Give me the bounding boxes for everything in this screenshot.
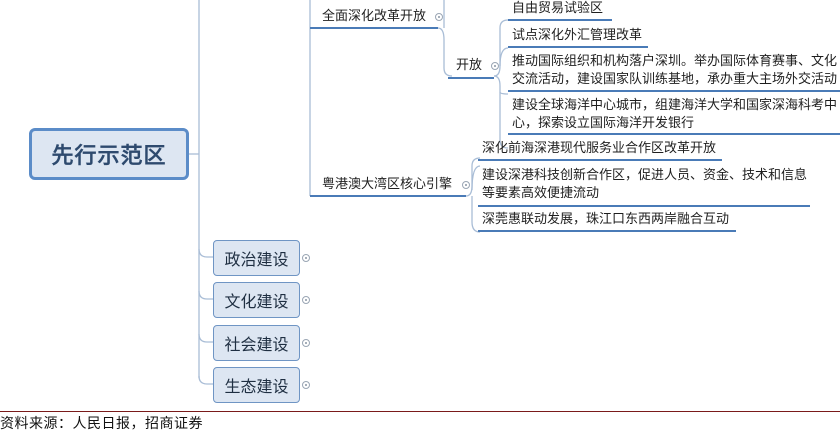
branch-political[interactable]: 政治建设 xyxy=(213,240,300,276)
leaf-label: 试点深化外汇管理改革 xyxy=(512,28,643,43)
branch-label: 社会建设 xyxy=(224,335,289,354)
leaf-line: 推动国际组织和机构落户深圳。举办国际体育赛事、文化 xyxy=(512,54,838,69)
leaf-line: 建设全球海洋中心城市，组建海洋大学和国家深海科考中 xyxy=(512,98,838,113)
leaf-international-orgs[interactable]: 推动国际组织和机构落户深圳。举办国际体育赛事、文化 交流活动，建设国家队训练基地… xyxy=(512,53,837,89)
leaf-sz-hk-innovation[interactable]: 建设深港科技创新合作区，促进人员、资金、技术和信息 等要素高效便捷流动 xyxy=(482,167,807,203)
leaf-line: 建设深港科技创新合作区，促进人员、资金、技术和信息 xyxy=(482,168,808,183)
branch-ecological[interactable]: 生态建设 xyxy=(213,367,300,403)
branch-social[interactable]: 社会建设 xyxy=(213,325,300,361)
branch-cultural[interactable]: 文化建设 xyxy=(213,282,300,318)
branch-label: 政治建设 xyxy=(224,250,289,269)
collapse-toggle-icon[interactable] xyxy=(491,62,499,70)
collapse-toggle-icon[interactable] xyxy=(462,181,470,189)
leaf-free-trade-zone[interactable]: 自由贸易试验区 xyxy=(512,0,603,18)
leaf-ocean-city[interactable]: 建设全球海洋中心城市，组建海洋大学和国家深海科考中 心，探索设立国际海洋开发银行 xyxy=(512,97,837,133)
root-node-label: 先行示范区 xyxy=(51,144,167,169)
topic-opening-label: 开放 xyxy=(456,58,483,73)
leaf-line: 等要素高效便捷流动 xyxy=(482,186,600,201)
leaf-sz-dg-hz[interactable]: 深莞惠联动发展，珠江口东西两岸融合互动 xyxy=(482,211,729,229)
branch-reform-opening[interactable]: 全面深化改革开放 xyxy=(322,9,426,25)
leaf-forex-reform[interactable]: 试点深化外汇管理改革 xyxy=(512,27,642,45)
branch-label: 文化建设 xyxy=(224,292,289,311)
leaf-label: 深莞惠联动发展，珠江口东西两岸融合互动 xyxy=(482,212,730,227)
expand-toggle-icon[interactable] xyxy=(302,381,310,389)
topic-opening[interactable]: 开放 xyxy=(456,58,482,74)
collapse-toggle-icon[interactable] xyxy=(435,13,443,21)
leaf-label: 深化前海深港现代服务业合作区改革开放 xyxy=(482,141,717,156)
expand-toggle-icon[interactable] xyxy=(302,296,310,304)
leaf-qianhai[interactable]: 深化前海深港现代服务业合作区改革开放 xyxy=(482,140,716,158)
footer-divider xyxy=(0,411,840,412)
expand-toggle-icon[interactable] xyxy=(302,339,310,347)
branch-label: 生态建设 xyxy=(224,377,289,396)
expand-toggle-icon[interactable] xyxy=(302,254,310,262)
source-note: 资料来源：人民日报，招商证券 xyxy=(0,416,203,432)
leaf-line: 交流活动，建设国家队训练基地，承办重大主场外交活动 xyxy=(512,72,838,87)
branch-reform-opening-label: 全面深化改革开放 xyxy=(322,9,427,24)
leaf-line: 心，探索设立国际海洋开发银行 xyxy=(512,116,695,131)
branch-greater-bay-area-label: 粤港澳大湾区核心引擎 xyxy=(322,177,453,192)
root-node[interactable]: 先行示范区 xyxy=(29,128,189,180)
leaf-label: 自由贸易试验区 xyxy=(512,1,604,16)
branch-greater-bay-area[interactable]: 粤港澳大湾区核心引擎 xyxy=(322,177,452,193)
